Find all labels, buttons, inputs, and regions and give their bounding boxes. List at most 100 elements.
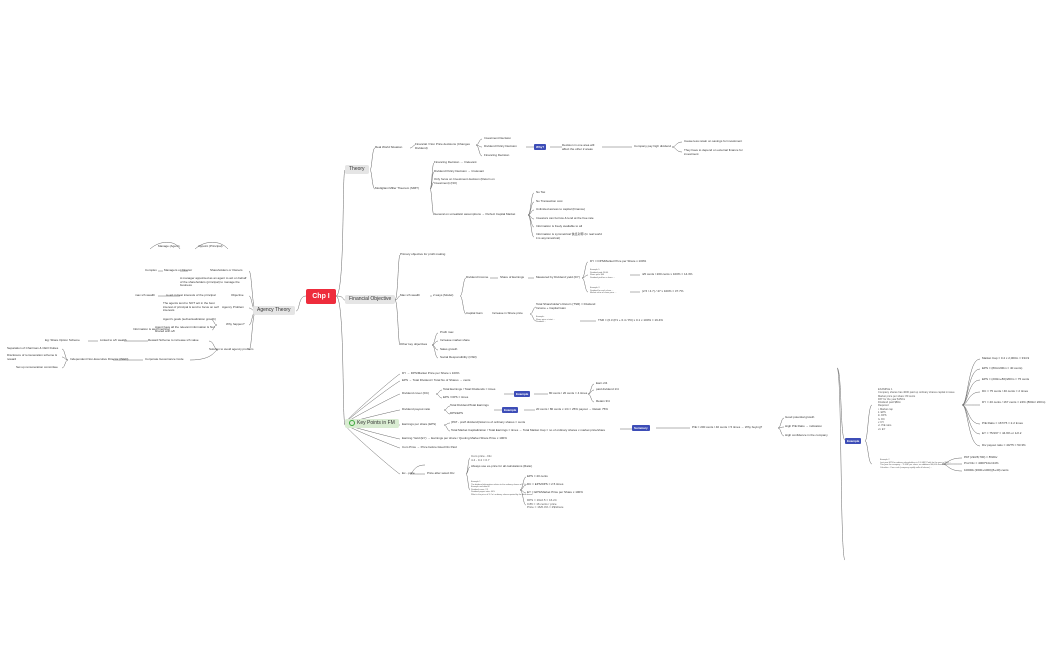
- theory-investors[interactable]: Investors can borrow & lend at the free …: [536, 216, 594, 220]
- agency-disclosure[interactable]: Disclosure of remuneration scheme & rewa…: [7, 353, 58, 361]
- agency-why-happen[interactable]: Why happen?: [226, 322, 245, 326]
- agency-ined[interactable]: Independent Non-Executive Director (INED…: [70, 357, 129, 361]
- theory-financing-decision[interactable]: Financing Decision: [484, 153, 510, 157]
- example-r8[interactable]: Div payout ratio = 40/75 = 53.3%: [982, 443, 1026, 447]
- agency-solution[interactable]: Solution to avoid agency problem: [209, 347, 254, 351]
- agency-linked[interactable]: Linked to s/h wealth: [100, 338, 127, 342]
- agency-agents-tend[interactable]: The agents tend to NOT act in the best i…: [163, 301, 219, 313]
- agency-objective[interactable]: Objective: [231, 293, 244, 297]
- theory-cause-less[interactable]: Cause less retain on savings for investm…: [684, 139, 743, 143]
- fin-increase-price[interactable]: Increase in Share price: [492, 311, 523, 315]
- kp-dividend-cover[interactable]: Dividend cover (DC): [402, 391, 430, 395]
- theory-investment-decision[interactable]: Investment Decision: [484, 136, 512, 140]
- kp-dc-r1[interactable]: Earn 2/4: [596, 381, 608, 385]
- kp-earnings-per-share[interactable]: Earnings per share (EPS): [402, 422, 437, 426]
- agency-complex[interactable]: Complex: [145, 268, 157, 272]
- kp-summary-result[interactable]: P/E = 200 cents / 40 cents = 5 times → W…: [692, 425, 763, 429]
- root-node[interactable]: Chp I: [306, 289, 336, 304]
- agency-share-option[interactable]: Eg: Share Option Scheme: [45, 338, 80, 342]
- theory-they-have[interactable]: They have to depend on external finance …: [684, 148, 743, 156]
- example-tag[interactable]: Example: [845, 438, 862, 444]
- kp-high-confidence[interactable]: High confidence in the company: [785, 433, 828, 437]
- theory-unlimited[interactable]: Unlimited access to capital (Finance): [536, 207, 586, 211]
- theory-company-pays[interactable]: Company pay high dividend: [634, 144, 672, 148]
- kp-dpr-result[interactable]: 20 cents / 80 cents x 1/4 = 25% payout →…: [536, 407, 608, 411]
- agency-managers[interactable]: Managers or Director: [164, 268, 193, 272]
- kp-k4[interactable]: DPS = 16x2.5 = 16.24 0.86 = 16 cents / p…: [527, 498, 564, 510]
- agency-separation[interactable]: Separation of Chairman & CEO Duties: [7, 346, 59, 350]
- agency-setup[interactable]: Set up remuneration committee: [16, 365, 58, 369]
- theory-only-focus[interactable]: Only focus on Investment decision (Retur…: [434, 177, 495, 185]
- kp-earning-yield[interactable]: Earning Yield (EY) → Earnings per share …: [402, 436, 507, 440]
- kp-dc-formula-2[interactable]: EPS / DPS = times: [443, 395, 469, 399]
- branch-agency-theory[interactable]: Agency Theory: [253, 306, 295, 315]
- kp-eps-2[interactable]: Total Market Capitalization / Total Earn…: [451, 428, 606, 432]
- theory-symmetrical[interactable]: Information is symmetrical 信息对称 (In real…: [536, 232, 602, 240]
- theory-fd-irrelevant[interactable]: Financing Decision → Irrelevant: [434, 160, 477, 164]
- kp-good-growth[interactable]: Good potential growth: [785, 415, 815, 419]
- agency-shareholders[interactable]: Shareholders or Owners: [210, 268, 243, 272]
- example-r2[interactable]: EPS = (80m/200m = 40 cents): [982, 366, 1023, 370]
- kp-dc-formula-1[interactable]: Total Earnings / Total Dividends = times: [443, 387, 496, 391]
- agency-act-best[interactable]: to act in best interests of the principa…: [166, 293, 216, 297]
- agency-manager-appointed[interactable]: A manager appointed as an agent to act o…: [180, 276, 247, 288]
- example-r1[interactable]: Market Cap = 0.4 x 2,000m = 334.9: [982, 356, 1030, 360]
- branch-key-points[interactable]: Key Points in FM: [345, 419, 399, 428]
- example-n2-r1[interactable]: PAT (2k/28,700) = 8%Div: [964, 455, 998, 459]
- kp-eps-1[interactable]: (PAT - preff dividend)/total no of ordin…: [451, 420, 526, 424]
- branch-theory[interactable]: Theory: [345, 165, 369, 174]
- agency-problem[interactable]: Agency Problem: [222, 305, 245, 309]
- fin-primary[interactable]: Primary objective for profit making: [400, 252, 446, 256]
- agency-info-asym[interactable]: Information is asymmetrical: [133, 327, 170, 331]
- example-r4[interactable]: DC = 75 cents / 40 cents = 2 times: [982, 389, 1029, 393]
- kp-eps[interactable]: EPS → Total Dividend / Total No of Share…: [402, 378, 471, 382]
- agency-goals[interactable]: Agent's goals (self-actualization growth…: [163, 317, 216, 321]
- kp-dpr-1[interactable]: Total Dividend/Total Earnings: [450, 403, 489, 407]
- kp-example-tag-1[interactable]: Example: [514, 391, 531, 397]
- example-r3[interactable]: EPS = (200m+80)/200m = 75 cents: [982, 377, 1030, 381]
- kp-dy[interactable]: DY → DPS/Market Price per Share x 100%: [402, 371, 460, 375]
- fin-example-1-result[interactable]: 4/0 cents / 200 cents x 100% = 14.3%: [642, 272, 693, 276]
- fin-profit-max[interactable]: Profit max: [440, 330, 454, 334]
- theory-no-tax[interactable]: No Tax: [536, 190, 546, 194]
- example-r7[interactable]: EY = 75/167 = 44.9% or 1/2.2: [982, 431, 1022, 435]
- fin-csr[interactable]: Social Responsibility (CSR): [440, 355, 477, 359]
- theory-dividend-policy[interactable]: Dividend Policy Decision: [484, 144, 517, 148]
- theory-mmt[interactable]: Modigliani Miller Theorem (MMT): [375, 186, 419, 190]
- agency-agent-have[interactable]: Agent have all the relevant information …: [155, 325, 215, 333]
- kp-high-pe[interactable]: High P/E Ratio → indication: [785, 424, 823, 428]
- kp-dpr-2[interactable]: DPS/EPS: [450, 411, 464, 415]
- kp-dc-r3[interactable]: Retain 3/4: [596, 399, 610, 403]
- kp-example-tag-2[interactable]: Example: [502, 407, 519, 413]
- fin-tsr-result[interactable]: TSR = (6.3 (P1 + 0.4 / P0) x 0.1 x 100% …: [598, 318, 663, 322]
- why-tag[interactable]: Why?: [534, 144, 547, 150]
- kp-dc-r2[interactable]: paid dividend 1/4: [596, 387, 619, 391]
- fin-two-ways[interactable]: 2 ways (Model): [433, 293, 454, 297]
- fin-share-earnings[interactable]: Share of Earnings: [500, 275, 525, 279]
- theory-decision-text[interactable]: Decision in one area will affect the oth…: [562, 143, 595, 151]
- agency-reward[interactable]: Reward Scheme to increase s/h value: [148, 338, 199, 342]
- theory-no-transaction[interactable]: No Transaction cost: [536, 199, 563, 203]
- kp-cum-value[interactable]: Cum price - Div 4.4 - 0.4 = 0.7: [471, 454, 492, 462]
- fin-capital-gain[interactable]: Capital Gain: [466, 311, 483, 315]
- agency-governance[interactable]: Corporate Governance Code: [145, 357, 184, 361]
- kp-k2[interactable]: DC = EPS/DPS = 2.5 times: [527, 482, 564, 486]
- fin-max-wealth[interactable]: Max s/h wealth: [400, 293, 421, 297]
- fin-dividend-income[interactable]: Dividend Income: [466, 275, 489, 279]
- kp-always[interactable]: Always use ex-price for all calculations…: [471, 464, 533, 468]
- kp-cum-price[interactable]: Cum Price → Price before listed Div Paid: [402, 445, 457, 449]
- kp-dc-result[interactable]: 80 cents / 20 cents = 4 times: [549, 391, 588, 395]
- fin-tsr[interactable]: Total Shareholder's Return (TSR) = Divid…: [536, 302, 596, 310]
- kp-summary-tag[interactable]: Summary: [632, 425, 650, 431]
- kp-ex-price[interactable]: Ex - price: [402, 471, 415, 475]
- kp-k1[interactable]: EPS = 40 cents: [527, 474, 548, 478]
- fin-measured-dy[interactable]: Measured by Dividend yield (DY): [536, 275, 580, 279]
- fin-market-share[interactable]: Increase market share: [440, 338, 470, 342]
- example-r5[interactable]: DY = 40 cents / 167 cents = 24% (800m/ 2…: [982, 400, 1046, 404]
- branch-financial-objective[interactable]: Financial Objective: [345, 295, 396, 304]
- kp-dpr[interactable]: Dividend payout ratio: [402, 407, 431, 411]
- example-n2-r3[interactable]: 10000k (3600+1000)(6+40) cents: [964, 468, 1009, 472]
- agency-max-wealth[interactable]: max s/h wealth: [135, 293, 156, 297]
- kp-k3[interactable]: EY = EPS/Market Price per Share x 100%: [527, 490, 583, 494]
- theory-rw-desc[interactable]: Financial / Non Price decisions (Changes…: [415, 142, 470, 150]
